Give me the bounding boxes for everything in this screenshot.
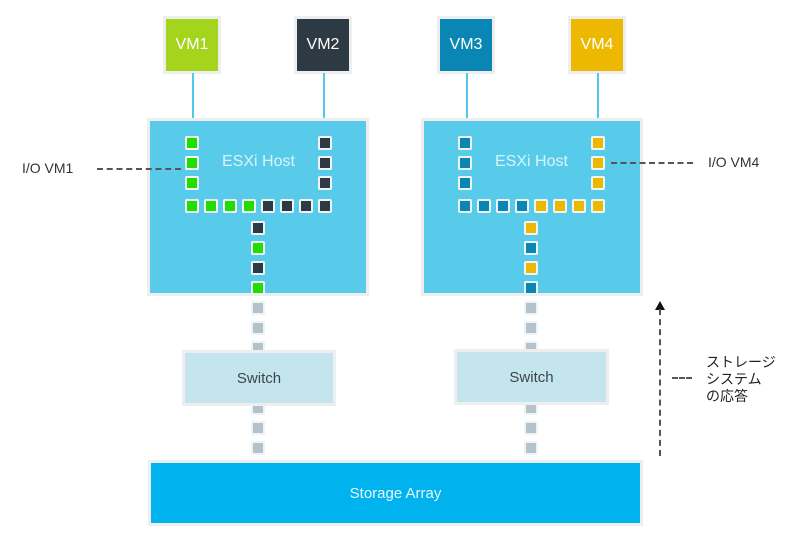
switch-1[interactable]: Switch: [182, 350, 336, 406]
switch-2[interactable]: Switch: [454, 349, 609, 405]
switch-2-label: Switch: [509, 368, 554, 386]
vm4-connector: [597, 73, 599, 121]
host-2-io-packet: [591, 136, 605, 150]
esxi-host-2-label: ESXi Host: [495, 153, 568, 170]
storage-response-line-2: システム: [706, 371, 762, 387]
vm3-box[interactable]: VM3: [437, 16, 495, 74]
host-1-io-packet: [185, 156, 199, 170]
host-2-io-packet: [524, 261, 538, 275]
link-1-io-packet: [251, 421, 265, 435]
host-2-io-packet: [515, 199, 529, 213]
host-1-io-packet: [318, 156, 332, 170]
link-2-io-packet: [524, 301, 538, 315]
host-2-io-packet: [534, 199, 548, 213]
host-2-io-packet: [496, 199, 510, 213]
vm1-connector: [192, 73, 194, 121]
host-1-io-packet: [251, 221, 265, 235]
vm4-label: VM4: [580, 36, 614, 53]
host-1-io-packet: [280, 199, 294, 213]
storage-array[interactable]: Storage Array: [148, 460, 643, 526]
link-2-io-packet: [524, 321, 538, 335]
vm1-label: VM1: [175, 36, 209, 53]
response-arrow-head-icon: [655, 301, 665, 310]
vm2-box[interactable]: VM2: [294, 16, 352, 74]
host-1-io-packet: [318, 199, 332, 213]
host-2-io-packet: [524, 241, 538, 255]
io-vm1-leader-line: [97, 168, 181, 170]
vm3-label: VM3: [449, 36, 483, 53]
response-leader-line: [672, 377, 692, 379]
link-1-io-packet: [251, 301, 265, 315]
host-1-io-packet: [251, 261, 265, 275]
host-1-io-packet: [185, 176, 199, 190]
host-1-io-packet: [204, 199, 218, 213]
vm2-label: VM2: [306, 36, 340, 53]
link-1-io-packet: [251, 441, 265, 455]
link-2-io-packet: [524, 441, 538, 455]
host-1-io-packet: [318, 136, 332, 150]
host-1-io-packet: [261, 199, 275, 213]
response-arrow-shaft: [659, 309, 661, 456]
vm1-box[interactable]: VM1: [163, 16, 221, 74]
vm4-box[interactable]: VM4: [568, 16, 626, 74]
host-1-io-packet: [223, 199, 237, 213]
io-vm4-leader-line: [611, 162, 693, 164]
host-2-io-packet: [524, 221, 538, 235]
io-vm4-annotation: I/O VM4: [708, 154, 760, 170]
host-2-io-packet: [477, 199, 491, 213]
host-1-io-packet: [185, 136, 199, 150]
host-1-io-packet: [299, 199, 313, 213]
switch-1-label: Switch: [236, 369, 282, 387]
host-2-io-packet: [458, 176, 472, 190]
link-2-io-packet: [524, 421, 538, 435]
storage-response-line-1: ストレージ: [706, 354, 776, 370]
storage-array-label: Storage Array: [349, 484, 442, 502]
host-2-io-packet: [591, 156, 605, 170]
storage-response-line-3: の応答: [706, 388, 748, 404]
host-2-io-packet: [524, 281, 538, 295]
host-2-io-packet: [458, 156, 472, 170]
host-1-io-packet: [251, 281, 265, 295]
host-2-io-packet: [458, 136, 472, 150]
host-2-io-packet: [572, 199, 586, 213]
host-1-io-packet: [242, 199, 256, 213]
host-1-io-packet: [251, 241, 265, 255]
vm3-connector: [466, 73, 468, 121]
host-1-io-packet: [318, 176, 332, 190]
link-1-io-packet: [251, 321, 265, 335]
host-2-io-packet: [591, 176, 605, 190]
host-1-io-packet: [185, 199, 199, 213]
vm2-connector: [323, 73, 325, 121]
host-2-io-packet: [458, 199, 472, 213]
host-2-io-packet: [591, 199, 605, 213]
host-2-io-packet: [553, 199, 567, 213]
io-vm1-annotation: I/O VM1: [22, 160, 74, 176]
storage-response-annotation: ストレージ システム の応答: [706, 354, 776, 405]
esxi-host-1-label: ESXi Host: [222, 153, 295, 170]
